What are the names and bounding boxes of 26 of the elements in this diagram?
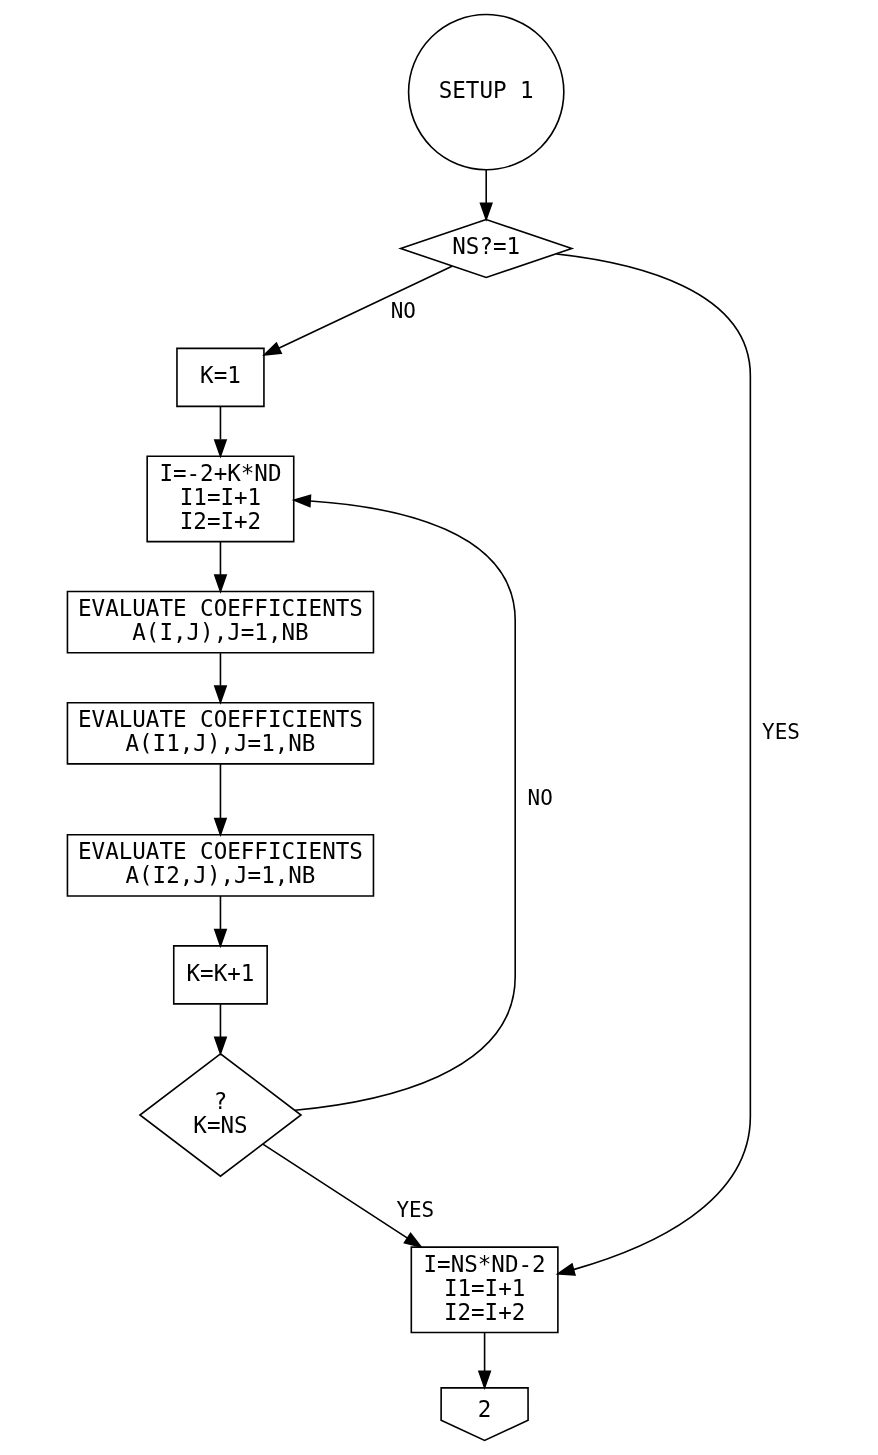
edge-label: NO bbox=[390, 299, 416, 324]
node-box: EVALUATE COEFFICIENTS A(I,J),J=1,NB bbox=[66, 590, 374, 654]
arrow bbox=[213, 405, 227, 459]
arrow bbox=[291, 494, 516, 1111]
node-box: K=1 bbox=[175, 347, 265, 408]
node-circle: SETUP 1 bbox=[407, 13, 565, 171]
arrow bbox=[213, 541, 227, 594]
node-diamond: ? K=NS bbox=[138, 1052, 302, 1178]
node-box: K=K+1 bbox=[172, 945, 268, 1005]
arrow bbox=[213, 895, 227, 949]
node-box: I=-2+K*ND I1=I+1 I2=I+2 bbox=[145, 455, 295, 543]
node-box: EVALUATE COEFFICIENTS A(I2,J),J=1,NB bbox=[66, 833, 374, 897]
node-diamond: NS?=1 bbox=[397, 218, 574, 279]
edge-label: YES bbox=[395, 1198, 434, 1223]
arrow bbox=[261, 1143, 423, 1249]
arrow bbox=[477, 1332, 491, 1390]
edge-label: NO bbox=[527, 785, 553, 810]
node-box: I=NS*ND-2 I1=I+1 I2=I+2 bbox=[410, 1246, 559, 1334]
node-box: EVALUATE COEFFICIENTS A(I1,J),J=1,NB bbox=[66, 701, 374, 765]
arrow bbox=[555, 253, 751, 1276]
arrow bbox=[213, 763, 227, 838]
arrow bbox=[213, 1003, 227, 1056]
edge-label: YES bbox=[761, 719, 800, 744]
arrow bbox=[213, 652, 227, 705]
arrow bbox=[261, 265, 453, 357]
arrow bbox=[478, 169, 493, 222]
